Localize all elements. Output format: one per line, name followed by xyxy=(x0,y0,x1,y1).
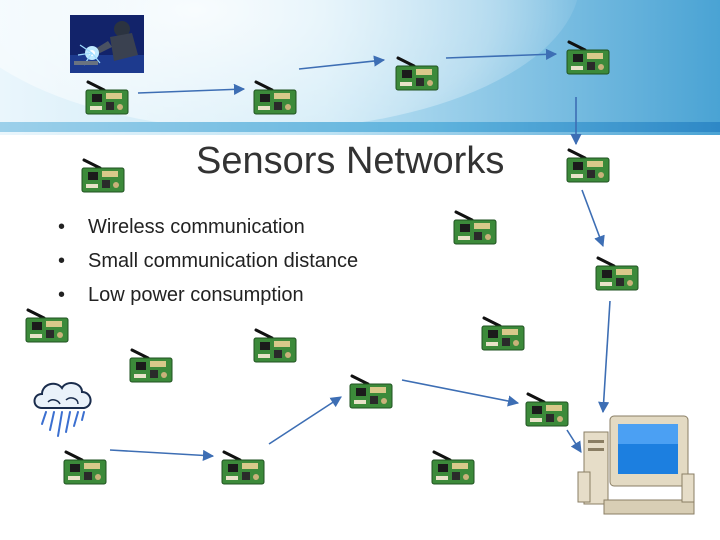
header-edge xyxy=(0,122,720,132)
arrow-link xyxy=(566,429,582,453)
arrow-link xyxy=(298,55,386,70)
sensor-node-icon xyxy=(478,314,528,354)
sensor-node-icon xyxy=(346,372,396,412)
desktop-computer-icon xyxy=(576,412,696,520)
arrow-link xyxy=(445,48,558,60)
arrow-link xyxy=(109,449,215,462)
bullet-item: Low power consumption xyxy=(58,282,358,316)
arrow-link xyxy=(268,396,342,445)
sensor-node-icon xyxy=(522,390,572,430)
sensor-node-icon xyxy=(22,306,72,346)
sensor-node-icon xyxy=(250,326,300,366)
sensor-node-icon xyxy=(563,146,613,186)
sensor-node-icon xyxy=(428,448,478,488)
rain-cloud-icon xyxy=(30,378,96,442)
sensor-node-icon xyxy=(392,54,442,94)
sensor-node-icon xyxy=(250,78,300,118)
bullet-item: Wireless communication xyxy=(58,214,358,248)
sensor-node-icon xyxy=(82,78,132,118)
sensor-node-icon xyxy=(126,346,176,386)
arrow-link xyxy=(401,379,520,407)
arrow-link xyxy=(581,189,605,248)
welder-icon xyxy=(70,15,144,73)
sensor-node-icon xyxy=(592,254,642,294)
arrow-link xyxy=(598,300,611,414)
bullet-list: Wireless communication Small communicati… xyxy=(58,214,358,316)
slide-title: Sensors Networks xyxy=(196,140,505,182)
sensor-node-icon xyxy=(218,448,268,488)
arrow-link xyxy=(137,83,246,95)
sensor-node-icon xyxy=(563,38,613,78)
sensor-node-icon xyxy=(60,448,110,488)
sensor-node-icon xyxy=(450,208,500,248)
sensor-node-icon xyxy=(78,156,128,196)
bullet-item: Small communication distance xyxy=(58,248,358,282)
